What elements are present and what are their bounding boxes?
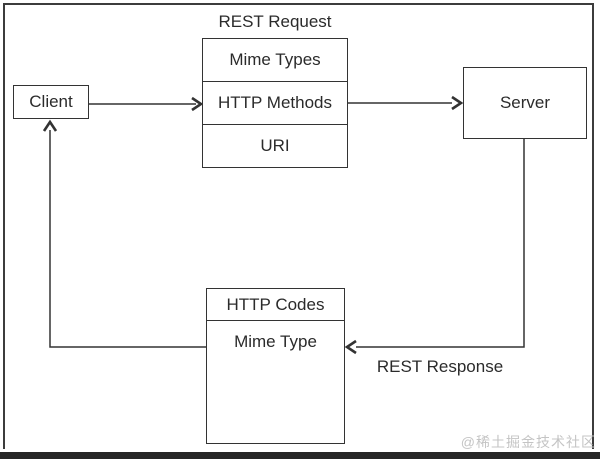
server-label: Server	[499, 93, 551, 112]
request-row-mime-types: Mime Types	[229, 50, 321, 69]
request-to-server-arrowhead	[451, 95, 464, 111]
client-label: Client	[29, 92, 73, 111]
response-to-client-arrowhead	[42, 119, 58, 132]
watermark: @稀土掘金技术社区	[460, 434, 596, 450]
request-row-uri: URI	[203, 124, 347, 167]
server-to-response-arrow	[356, 139, 525, 348]
response-to-client-arrow	[49, 130, 206, 348]
bottom-border-band	[0, 452, 600, 459]
rest-request-label: REST Request	[218, 12, 332, 31]
client-to-request-arrowhead	[191, 96, 204, 112]
response-header-http-codes: HTTP Codes	[207, 289, 344, 321]
rest-request-node: Mime Types HTTP Methods URI	[202, 38, 348, 168]
outer-frame	[3, 3, 594, 449]
response-body-mime-type: Mime Type	[234, 332, 317, 351]
request-row-http-methods: HTTP Methods	[203, 81, 347, 124]
client-node: Client	[13, 85, 89, 119]
server-node: Server	[463, 67, 587, 139]
rest-response-node: HTTP Codes Mime Type	[206, 288, 345, 444]
rest-response-label: REST Response	[376, 357, 504, 376]
server-to-response-arrowhead	[344, 339, 357, 355]
